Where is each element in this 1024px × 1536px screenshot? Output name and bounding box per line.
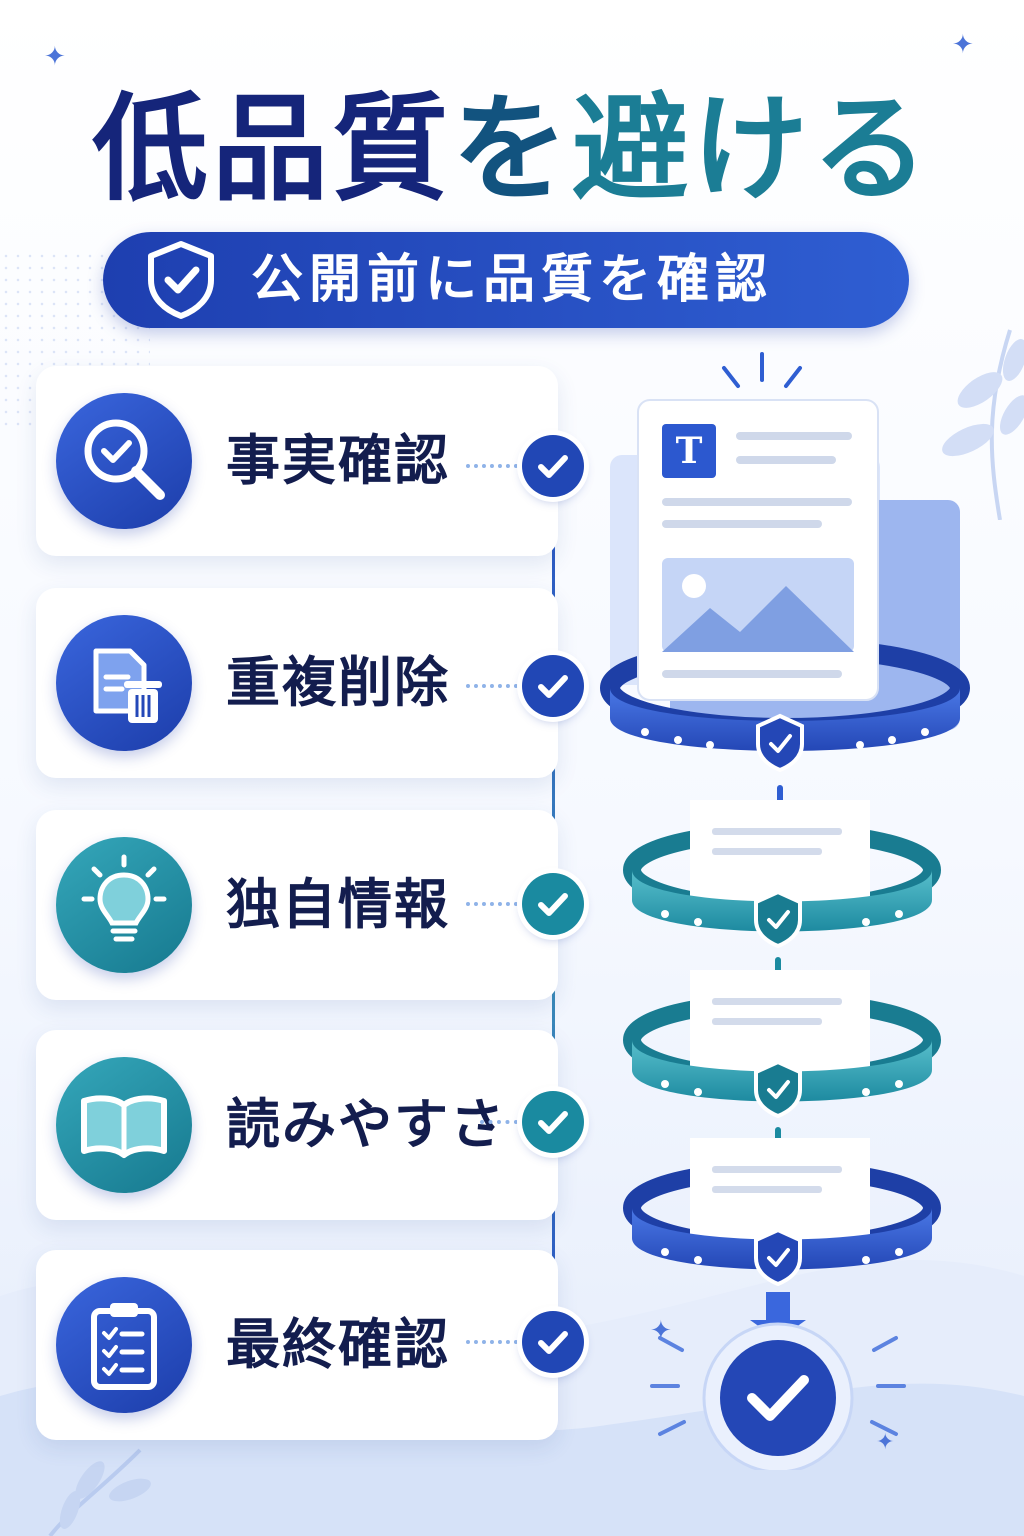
check-node-icon (522, 1311, 584, 1373)
highlight-rays (650, 1336, 906, 1436)
clipboard-checklist-icon (91, 1303, 157, 1390)
step-label: 重複削除 (226, 651, 450, 714)
check-node-icon (522, 873, 584, 935)
step-label: 事実確認 (226, 429, 450, 492)
step-icon-circle (56, 837, 192, 973)
leaf-decoration-bottom-left (48, 1448, 151, 1536)
filter-ring (610, 688, 960, 751)
title-part-particle: を (452, 82, 572, 217)
step-card-fact-check: 事実確認 (36, 366, 558, 556)
sparkle-icon: ✦ (44, 42, 66, 72)
lightbulb-icon (81, 854, 167, 942)
open-book-icon (81, 1095, 167, 1158)
subtitle-label: 公開前に品質を確認 (251, 250, 774, 310)
dotted-connector (480, 1120, 518, 1128)
step-card-duplicate-removal: 重複削除 (36, 588, 558, 778)
subtitle-banner: 公開前に品質を確認 (103, 232, 909, 328)
check-node-icon (522, 655, 584, 717)
step-card-final-check: 最終確認 (36, 1250, 558, 1440)
document-trash-icon (93, 648, 162, 723)
filter-ring (632, 870, 932, 932)
dotted-connector (466, 1340, 518, 1348)
filter-ring (632, 1040, 932, 1102)
leaf-decoration-top-right (942, 329, 1024, 520)
sparkle-icon: ✦ (952, 30, 974, 60)
magnifier-check-icon (84, 419, 165, 500)
step-icon-circle (56, 615, 192, 751)
sparkle-icon: ✦ (650, 1316, 672, 1346)
shield-check-icon (754, 1059, 802, 1119)
shield-check-icon (754, 1227, 802, 1287)
document-icon: T (637, 399, 879, 701)
filter-ring (632, 1208, 932, 1270)
dotted-connector (466, 684, 518, 692)
shield-check-icon (754, 889, 802, 949)
step-label: 最終確認 (226, 1313, 450, 1376)
page-title: 低品質を避ける (0, 55, 1024, 223)
title-part-avoid: 避ける (572, 82, 932, 217)
dotted-connector (466, 464, 518, 472)
document-letter: T (676, 430, 703, 472)
shield-check-icon (148, 241, 214, 319)
shield-check-icon (756, 713, 804, 773)
sparkle-icon: ✦ (876, 1430, 895, 1455)
step-label: 読みやすさ (226, 1093, 506, 1156)
dotted-connector (466, 902, 518, 910)
title-part-low-quality: 低品質 (92, 82, 452, 217)
highlight-rays (722, 352, 802, 388)
step-card-readability: 読みやすさ (36, 1030, 558, 1220)
check-node-icon (522, 435, 584, 497)
check-node-icon (522, 1091, 584, 1153)
step-icon-circle (56, 1277, 192, 1413)
step-label: 独自情報 (226, 873, 450, 936)
step-icon-circle (56, 393, 192, 529)
success-check-icon (720, 1340, 836, 1456)
quality-filter-illustration: T (600, 352, 970, 1470)
step-icon-circle (56, 1057, 192, 1193)
